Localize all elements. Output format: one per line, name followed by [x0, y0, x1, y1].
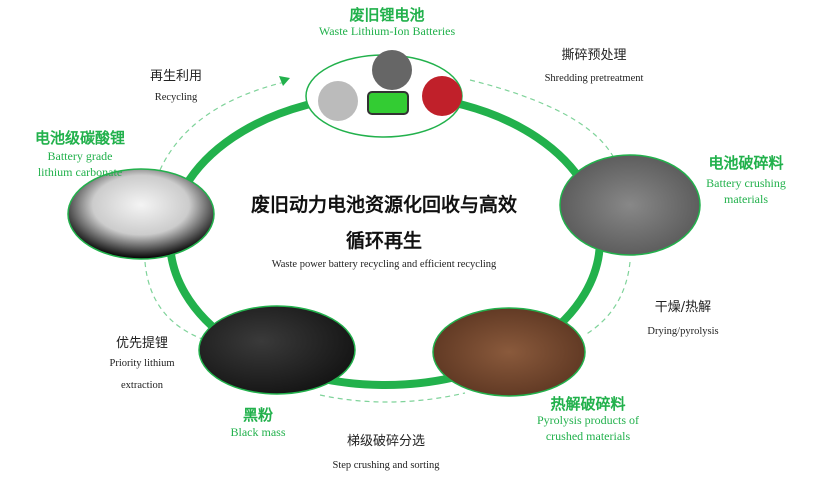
step-label-en-shredding: Shredding pretreatment: [544, 73, 644, 84]
center-title-cn-line2: 循环再生: [345, 230, 423, 252]
node-image-crushing-materials: [559, 154, 701, 256]
node-image-pyrolysis-products: [432, 307, 586, 397]
arrow-head-icon: [279, 76, 290, 86]
node-label-en-black-mass: Black mass: [230, 425, 286, 439]
step-label-cn-drying: 干燥/热解: [654, 300, 712, 315]
center-title-cn-line1: 废旧动力电池资源化回收与高效: [250, 194, 518, 216]
step-label-cn-sorting: 梯级破碎分选: [346, 434, 426, 449]
dashed-arc-recycling: [159, 81, 286, 171]
step-label-en2-extraction: extraction: [121, 380, 163, 391]
dashed-arc-extraction: [144, 261, 206, 341]
dashed-arc-shredding: [469, 79, 616, 161]
step-label-en-recycling: Recycling: [154, 92, 198, 103]
node-label-cn-crushing: 电池破碎料: [708, 154, 784, 172]
node-label-en1-pyrolysis: Pyrolysis products of: [537, 413, 639, 427]
node-label-en1-crushing: Battery crushing: [706, 176, 786, 190]
node-label-en2-crushing: materials: [724, 192, 768, 206]
step-label-cn-recycling: 再生利用: [149, 69, 203, 84]
node-image-black-mass: [198, 305, 356, 395]
node-image-lithium-carbonate: [67, 168, 215, 260]
center-title-en: Waste power battery recycling and effici…: [271, 259, 497, 270]
node-label-en1-lithium-carbonate: Battery grade: [47, 149, 113, 163]
step-label-en-sorting: Step crushing and sorting: [332, 460, 440, 471]
step-label-en1-extraction: Priority lithium: [109, 358, 175, 369]
node-label-cn-waste-batteries: 废旧锂电池: [349, 6, 425, 24]
step-label-cn-extraction: 优先提锂: [115, 336, 169, 351]
node-label-cn-black-mass: 黑粉: [242, 406, 274, 424]
node-label-cn-pyrolysis: 热解破碎料: [550, 395, 626, 413]
step-label-en-drying: Drying/pyrolysis: [647, 326, 719, 337]
node-label-en2-pyrolysis: crushed materials: [545, 429, 631, 443]
node-label-en-waste-batteries: Waste Lithium-Ion Batteries: [318, 24, 456, 38]
dashed-arc-sorting: [319, 392, 466, 403]
step-label-cn-shredding: 撕碎预处理: [561, 48, 627, 63]
node-image-waste-batteries: [305, 50, 463, 138]
node-label-cn-lithium-carbonate: 电池级碳酸锂: [34, 129, 126, 147]
dashed-arc-drying: [584, 261, 631, 336]
node-label-en2-lithium-carbonate: lithium carbonate: [37, 165, 123, 179]
